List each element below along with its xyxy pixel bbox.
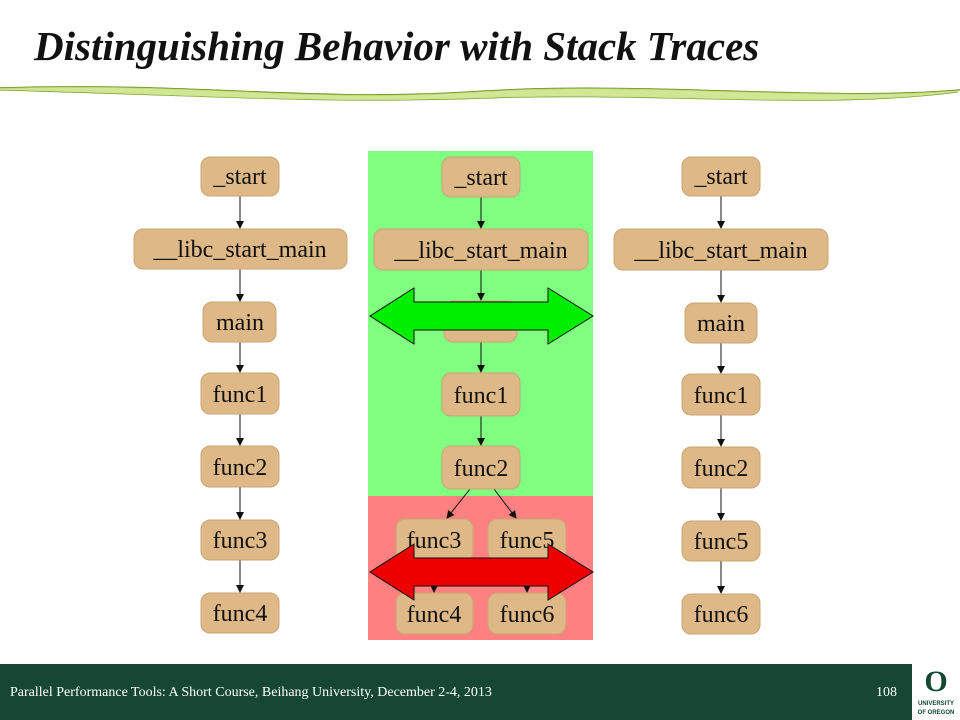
svg-text:func3: func3 [407,528,462,554]
right-stack-trace: _start __libc_start_main main func1 func… [613,156,829,635]
left-stack-trace: _start __libc_start_main main func1 func… [133,156,348,634]
right-node-start: _start [681,156,761,197]
svg-text:__libc_start_main: __libc_start_main [152,237,326,263]
right-node-func1: func1 [681,373,761,416]
svg-text:__libc_start_main: __libc_start_main [633,238,807,264]
right-node-func6: func6 [681,593,761,635]
footer-text: Parallel Performance Tools: A Short Cour… [10,685,492,700]
slide-title: Distinguishing Behavior with Stack Trace… [34,23,760,69]
svg-text:_start: _start [453,165,508,191]
svg-text:func6: func6 [694,602,749,628]
red-double-arrow [369,543,594,601]
svg-text:func4: func4 [407,602,462,628]
svg-text:func5: func5 [694,529,749,555]
left-node-func2: func2 [200,445,280,488]
left-node-start: _start [200,156,280,197]
middle-node-func1: func1 [441,372,521,417]
svg-text:func2: func2 [454,456,509,482]
green-double-arrow [369,287,594,345]
svg-text:func1: func1 [454,383,509,409]
left-node-func1: func1 [200,372,280,415]
university-logo: O UNIVERSITY OF OREGON [912,664,960,720]
svg-text:func1: func1 [694,383,749,409]
footer-bar: Parallel Performance Tools: A Short Cour… [0,664,960,720]
right-node-libc-start-main: __libc_start_main [613,228,829,271]
middle-node-start: _start [441,156,521,198]
svg-text:func2: func2 [694,456,749,482]
svg-text:main: main [697,311,745,337]
middle-node-libc-start-main: __libc_start_main [373,228,589,271]
svg-text:_start: _start [693,164,748,190]
left-node-libc-start-main: __libc_start_main [133,228,348,270]
svg-text:_start: _start [212,164,267,190]
title-underline-swoosh [0,86,960,101]
middle-node-func6: func6 [487,592,567,635]
logo-o-icon: O [924,665,948,698]
svg-text:__libc_start_main: __libc_start_main [393,238,567,264]
logo-text-line-1: UNIVERSITY [917,701,954,707]
middle-node-func2: func2 [441,445,521,490]
left-node-func4: func4 [200,592,280,634]
svg-text:func1: func1 [213,382,268,408]
middle-node-func5: func5 [487,518,567,562]
svg-text:func4: func4 [213,601,268,627]
right-node-func5: func5 [681,520,761,562]
right-node-func2: func2 [681,446,761,489]
page-number: 108 [876,685,897,700]
right-node-main: main [684,302,758,344]
left-node-func3: func3 [200,519,280,561]
stack-trace-diagram: _start __libc_start_main main func1 func… [133,151,829,640]
middle-node-func3: func3 [395,518,474,562]
middle-node-func4: func4 [395,592,474,635]
left-node-main: main [202,301,277,343]
svg-text:func5: func5 [500,528,555,554]
svg-text:func3: func3 [213,528,268,554]
svg-text:func6: func6 [500,602,555,628]
logo-text-line-2: OF OREGON [917,710,955,716]
middle-stack-trace: _start __libc_start_main main func1 func… [373,156,589,635]
svg-text:main: main [216,310,264,336]
svg-text:func2: func2 [213,455,268,481]
